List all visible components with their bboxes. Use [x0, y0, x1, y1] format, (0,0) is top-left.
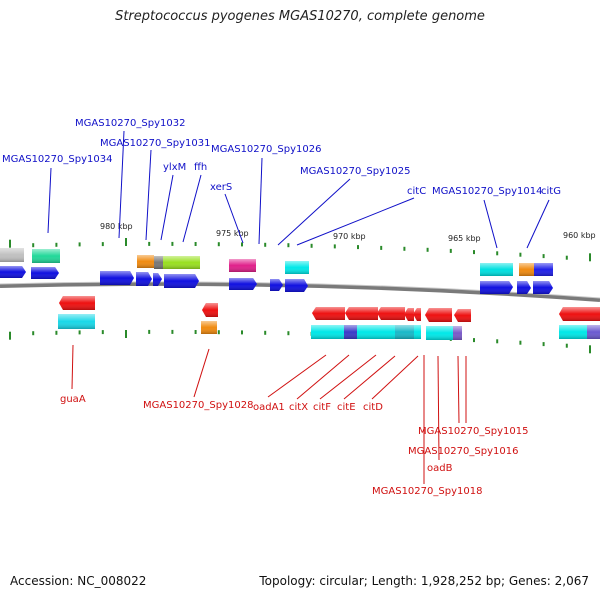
leader-line — [160, 174, 174, 241]
gene-label-citd[interactable]: citD — [363, 402, 383, 413]
leader-line — [457, 355, 460, 424]
gene-shading — [0, 266, 26, 278]
map-title: Streptococcus pyogenes MGAS10270, comple… — [115, 9, 485, 24]
leader-line — [145, 149, 152, 241]
kbp-label-970: 970 kbp — [333, 232, 366, 241]
bottom-leader-lines — [71, 344, 467, 484]
leader-line — [277, 178, 351, 246]
gene-label-spy1028[interactable]: MGAS10270_Spy1028 — [143, 400, 253, 411]
gene-shading — [534, 263, 553, 276]
leader-line — [343, 355, 396, 400]
gene-label-citg[interactable]: citG — [541, 186, 561, 197]
gene-shading — [559, 325, 587, 339]
gene-label-citc[interactable]: citC — [407, 186, 426, 197]
gene-shading — [480, 263, 513, 276]
gene-shading — [559, 307, 600, 321]
kbp-label-965: 965 kbp — [448, 234, 481, 243]
kbp-label-975: 975 kbp — [216, 229, 249, 238]
gene-label-ylxm[interactable]: ylxM — [163, 162, 186, 173]
leader-line — [483, 199, 498, 249]
leader-line — [267, 354, 327, 398]
gene-label-spy1016[interactable]: MGAS10270_Spy1016 — [408, 446, 518, 457]
gene-label-citf[interactable]: citF — [313, 402, 331, 413]
gene-shading — [136, 272, 152, 286]
kbp-labels: 980 kbp 975 kbp 970 kbp 965 kbp 960 kbp — [100, 222, 596, 243]
gene-shading — [229, 278, 257, 290]
gene-shading — [154, 256, 163, 269]
kbp-label-980: 980 kbp — [100, 222, 133, 231]
gene-shading — [59, 296, 95, 310]
top-leader-lines — [47, 130, 550, 249]
gene-shading — [413, 308, 421, 321]
gene-shading — [311, 325, 344, 339]
gene-shading — [31, 267, 59, 279]
gene-shading — [164, 274, 199, 288]
gene-shading — [357, 325, 395, 339]
gene-shading — [454, 309, 471, 322]
gene-label-spy1014[interactable]: MGAS10270_Spy1014 — [432, 186, 542, 197]
gene-shading — [153, 273, 162, 286]
gene-shading — [519, 263, 534, 276]
bottom-gene-labels: guaA MGAS10270_Spy1028 oadA1 citX citF c… — [60, 394, 528, 497]
leader-line — [296, 354, 350, 400]
gene-label-oadb[interactable]: oadB — [427, 463, 453, 474]
leader-line — [296, 197, 415, 246]
gene-shading — [163, 256, 200, 269]
kbp-label-960: 960 kbp — [563, 231, 596, 240]
leader-line — [437, 355, 440, 461]
gene-shading — [100, 271, 134, 285]
gene-shading — [58, 314, 95, 329]
gene-shading — [285, 279, 308, 292]
gene-shading — [533, 281, 553, 294]
gene-label-spy1032[interactable]: MGAS10270_Spy1032 — [75, 118, 185, 129]
leader-line — [182, 174, 202, 243]
gene-label-spy1015[interactable]: MGAS10270_Spy1015 — [418, 426, 528, 437]
gene-shading — [480, 281, 513, 294]
gene-shading — [517, 281, 531, 294]
leader-line — [319, 354, 377, 400]
gene-shading — [414, 325, 421, 339]
gene-shading — [312, 307, 345, 320]
gene-shading — [395, 325, 414, 339]
gene-label-spy1025[interactable]: MGAS10270_Spy1025 — [300, 166, 410, 177]
gene-label-guaa[interactable]: guaA — [60, 394, 86, 405]
gene-label-oada1[interactable]: oadA1 — [253, 402, 285, 413]
topology-text: Topology: circular; Length: 1,928,252 bp… — [259, 574, 589, 588]
gene-shading — [344, 325, 357, 339]
gene-shading — [0, 248, 24, 262]
gene-label-citx[interactable]: citX — [289, 402, 308, 413]
gene-label-spy1031[interactable]: MGAS10270_Spy1031 — [100, 138, 210, 149]
leader-line — [258, 157, 263, 245]
leader-line — [47, 167, 52, 234]
leader-line — [371, 355, 419, 400]
gene-label-cite[interactable]: citE — [337, 402, 356, 413]
gene-shading — [32, 249, 60, 263]
gene-shading — [202, 303, 218, 317]
leader-line — [71, 344, 74, 390]
leader-line — [224, 193, 244, 244]
gene-shading — [345, 307, 378, 320]
gene-shading — [377, 307, 405, 320]
gene-shading — [587, 325, 600, 339]
gene-shading — [404, 308, 414, 321]
gene-shading — [285, 261, 309, 274]
leader-line — [526, 199, 550, 249]
gene-label-spy1034[interactable]: MGAS10270_Spy1034 — [2, 154, 112, 165]
gene-shading — [270, 279, 283, 291]
gene-shading — [137, 255, 154, 268]
gene-label-spy1018[interactable]: MGAS10270_Spy1018 — [372, 486, 482, 497]
top-gene-labels: MGAS10270_Spy1032 MGAS10270_Spy1031 MGAS… — [2, 118, 561, 197]
gene-shading — [453, 326, 462, 340]
gene-shading — [229, 259, 256, 272]
leader-line — [118, 130, 125, 239]
gene-shading — [201, 321, 217, 334]
gene-shading — [425, 308, 452, 322]
gene-label-ffh[interactable]: ffh — [194, 162, 207, 173]
gene-label-xers[interactable]: xerS — [210, 182, 232, 193]
leader-line — [193, 348, 210, 398]
gene-label-spy1026[interactable]: MGAS10270_Spy1026 — [211, 144, 321, 155]
gene-shading — [426, 326, 453, 340]
accession-text: Accession: NC_008022 — [10, 574, 147, 588]
